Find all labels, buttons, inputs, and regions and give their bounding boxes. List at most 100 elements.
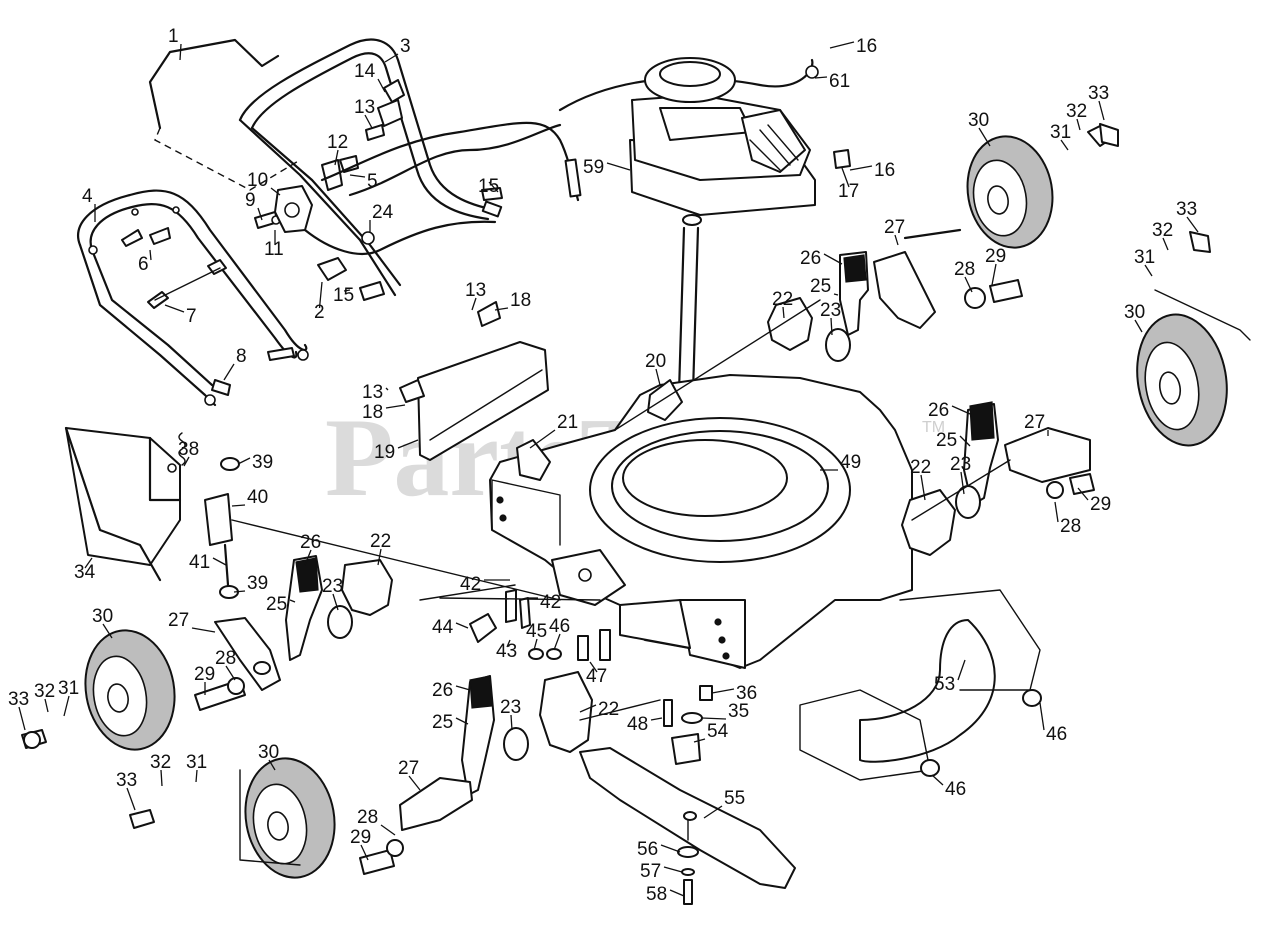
callout-leader [408,775,421,791]
callout-label: 1 [168,26,179,47]
callout-label: 16 [856,36,877,57]
callout-label: 25 [936,430,957,451]
callout-leader [164,304,185,313]
callout-label: 21 [557,412,578,433]
callout-leader [257,207,263,221]
callout-label: 13 [465,280,486,301]
callout-label: 3 [400,36,411,57]
callout-leader [830,317,833,336]
blade [579,747,796,889]
callout-label: 39 [247,573,268,594]
cutting-deck [489,374,913,669]
callout-leader [964,276,973,293]
callout-label: 43 [496,641,517,662]
callout-label: 30 [1124,302,1145,323]
callout-leader [223,363,235,381]
callout-leader [960,471,965,495]
callout-leader [533,638,538,651]
grass-bag [64,426,182,582]
callout-label: 32 [150,752,171,773]
callout-label: 34 [74,562,96,583]
callout-label: 6 [138,254,149,275]
callout-leader [384,53,399,63]
callout-label: 23 [500,697,521,718]
callout-label: 46 [945,779,966,800]
callout-label: 33 [1176,199,1197,220]
callout-label: 48 [627,714,648,735]
callout-label: 41 [189,552,210,573]
callout-label: 26 [300,532,321,553]
callout-label: 55 [724,788,745,809]
callout-label: 61 [829,71,850,92]
callout-label: 23 [820,300,841,321]
callout-leader [849,165,873,171]
callout-leader [1162,237,1169,251]
callout-label: 20 [645,351,666,372]
callout-leader [991,263,997,286]
callout-label: 25 [810,276,831,297]
callout-label: 30 [258,742,279,763]
callout-label: 46 [549,616,570,637]
callout-label: 29 [194,664,215,685]
callout-leader [471,297,477,311]
wheel-right-large [1136,231,1251,447]
callout-label: 33 [8,689,29,710]
callout-label: 28 [1060,516,1081,537]
callout-label: 30 [968,110,989,131]
watermark-trademark: TM [922,419,945,436]
callout-label: 13 [354,97,375,118]
callout-leader [920,474,926,501]
callout-leader [1186,216,1199,233]
callout-leader [380,824,396,836]
callout-leader [149,249,152,261]
callout-label: 22 [772,289,793,310]
callout-leader [233,590,246,593]
wheel-bottom [129,757,336,879]
callout-leader [364,114,373,129]
callout-label: 27 [398,758,419,779]
callout-leader [304,549,312,566]
callout-leader [191,627,216,633]
callout-label: 54 [707,721,729,742]
callout-leader [951,405,971,415]
callout-leader [1144,264,1153,277]
callout-label: 44 [432,617,454,638]
engine-control-bracket [274,79,503,301]
upper-handle-bail [148,38,301,191]
callout-label: 10 [247,170,268,191]
callout-leader [529,429,556,449]
upper-handle [238,38,503,297]
callout-leader [332,593,339,611]
callout-leader [931,774,944,786]
callout-label: 26 [800,248,821,269]
callout-leader [959,435,971,447]
callout-label: 32 [1066,101,1087,122]
callout-label: 29 [350,827,371,848]
callout-leader [660,844,681,853]
callout-label: 26 [928,400,949,421]
callout-leader [1077,487,1089,501]
callout-leader [18,706,26,731]
callout-leader [455,622,469,629]
callout-leader [823,253,843,265]
callout-label: 53 [934,674,955,695]
callout-label: 26 [432,680,453,701]
callout-leader [385,387,389,391]
callout-leader [84,557,93,569]
callout-leader [957,659,966,681]
callout-leader [377,548,382,566]
wheel-upper-right [966,123,1119,249]
callout-label: 23 [322,576,343,597]
callout-label: 22 [370,531,391,552]
callout-label: 28 [357,807,378,828]
callout-leader [978,127,991,147]
callout-label: 17 [838,181,859,202]
callout-leader [655,368,661,386]
callout-leader [212,557,227,566]
callout-leader [814,76,828,79]
callout-label: 32 [1152,220,1173,241]
callout-leader [579,704,597,713]
deck-baffle [551,549,626,606]
callout-label: 42 [540,592,561,613]
chute-door [399,301,549,461]
